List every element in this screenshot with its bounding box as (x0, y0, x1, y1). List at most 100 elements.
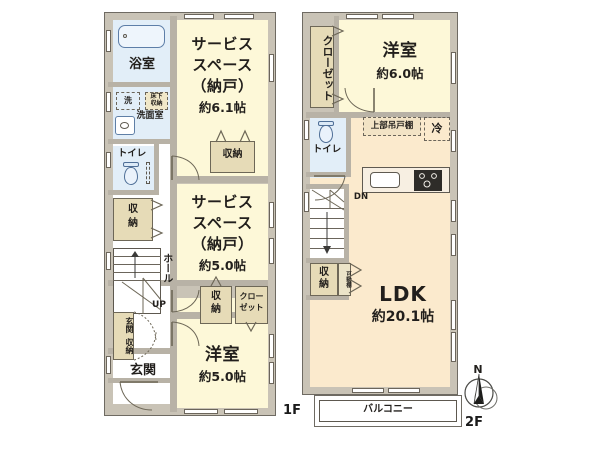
partition-h-storage-2f-bottom (306, 295, 349, 300)
label-washroom: 洗面室 (136, 111, 164, 121)
label-hall: ホール (160, 253, 172, 283)
stair-step (113, 264, 161, 265)
closet-2f-door-marks (331, 25, 345, 105)
stair-step (113, 272, 161, 273)
closet-service-50-door-mark (245, 321, 257, 333)
window (352, 388, 384, 393)
stair-down-arrow (311, 189, 345, 254)
label-toilet-1f: トイレ (117, 148, 147, 159)
stove-burners-icon (419, 173, 437, 188)
window (106, 252, 111, 270)
floor-label-1f: 1F (283, 403, 301, 418)
partition-h-bath-bottom (108, 82, 170, 87)
label-up: UP (152, 300, 166, 310)
washer-space (116, 92, 140, 110)
window (451, 52, 456, 84)
room-fill-service-space-50 (177, 184, 268, 284)
label-upper-hanging-cabinet: 上部吊戸棚 (370, 121, 414, 131)
partition-h-stair-2f-top (306, 184, 349, 189)
label-closet-service-50-l1: クロー (239, 292, 264, 301)
partition-h-entry-bottom (108, 348, 177, 354)
floor-plan-1f: 浴室 洗 床下 収納 洗面室 トイレ 収 納 UP ホール 玄関 収納 (104, 12, 301, 418)
window (451, 130, 456, 152)
label-dn: DN (353, 192, 369, 202)
storage-service-50 (200, 286, 232, 324)
label-storage-service-50-l1: 収 (211, 291, 221, 302)
window (269, 54, 274, 82)
label-underfloor-storage-l1: 床下 (150, 93, 163, 100)
label-service-space-50-l3: （納戸） (191, 235, 254, 253)
entrance-storage-door-swing (133, 311, 157, 361)
bathtub-drain (123, 34, 127, 38)
stair-up-arrow (121, 251, 162, 314)
window (106, 152, 111, 168)
window (451, 234, 456, 256)
label-storage-ldk-l1: 収 (319, 267, 329, 278)
label-underfloor-storage-l2: 収納 (150, 100, 163, 107)
partition-v-toilet (154, 142, 159, 195)
compass-rose-icon (464, 373, 498, 410)
window (224, 409, 258, 414)
window (106, 92, 111, 112)
label-service-space-61-l2: スペース (192, 56, 253, 74)
storage-ldk-door-marks (348, 262, 363, 294)
stair-well-1f (113, 248, 161, 314)
bathtub (118, 25, 165, 48)
storage-entrance (113, 312, 134, 360)
toilet-paper-holder-1f (146, 162, 150, 184)
stair-step-2f (310, 208, 344, 209)
cabinet-header-wall (363, 113, 421, 117)
floor-label-2f: 2F (465, 415, 483, 430)
label-refrigerator: 冷 (431, 122, 443, 135)
partition-v-stair-2f (344, 188, 349, 260)
door-toilet-2f (314, 175, 346, 201)
window (224, 14, 254, 19)
window (269, 362, 274, 384)
door-bedroom-2f (344, 87, 375, 113)
label-balcony: バルコニー (363, 404, 413, 415)
window (388, 388, 420, 393)
label-ldk: LDK (379, 282, 427, 306)
storage-ldk (310, 263, 338, 296)
label-storage-service-50-l2: 納 (211, 304, 221, 315)
storage-service-61-door-marks (215, 129, 251, 143)
toilet-tank-1f (123, 162, 139, 167)
toilet-bowl-2f (319, 125, 333, 143)
door-service-50 (171, 289, 200, 313)
label-service-space-61-area: 約6.1帖 (198, 100, 247, 115)
window (269, 334, 274, 358)
window (269, 202, 274, 228)
window (106, 30, 111, 52)
partition-v-closet-2f (334, 16, 339, 116)
upper-hanging-cabinet (363, 117, 421, 136)
label-ldk-area: 約20.1帖 (371, 309, 435, 325)
storage-hall-door-marks (150, 199, 164, 239)
balcony-inner-edge (319, 400, 457, 422)
label-storage-hall-l2: 納 (128, 218, 138, 229)
label-closet-2f: クローゼット (321, 35, 334, 101)
kitchen-sink (370, 172, 400, 188)
partition-v-main-1f (170, 16, 177, 412)
floor-plan-2f: クローゼット 洋室 約6.0帖 トイレ 上部吊戸棚 冷 (302, 12, 498, 430)
door-bedroom-1f (171, 321, 200, 347)
north-arrow: N (460, 364, 504, 412)
window (184, 14, 214, 19)
window (451, 332, 456, 362)
partition-entrance-door-wall (108, 378, 170, 383)
vanity-basin (120, 122, 129, 129)
label-storage-service-61-text: 収納 (222, 149, 243, 160)
closet-bedroom-2f (310, 26, 334, 108)
stair-step (113, 280, 161, 281)
label-adjustable-shelf: 可動棚 (345, 271, 351, 288)
window (304, 192, 309, 212)
label-service-space-61-l3: （納戸） (191, 77, 254, 95)
label-bathroom: 浴室 (128, 57, 155, 72)
label-storage-hall-l1: 収 (128, 204, 138, 215)
storage-service-61 (210, 141, 255, 173)
label-service-space-50-area: 約5.0帖 (198, 258, 247, 273)
label-service-space-50-l1: サービス (191, 193, 254, 211)
label-entrance-storage-l1: 玄関 (125, 317, 134, 333)
window (106, 356, 111, 374)
label-closet-service-50-l2: ゼット (239, 303, 264, 312)
window (346, 14, 378, 19)
